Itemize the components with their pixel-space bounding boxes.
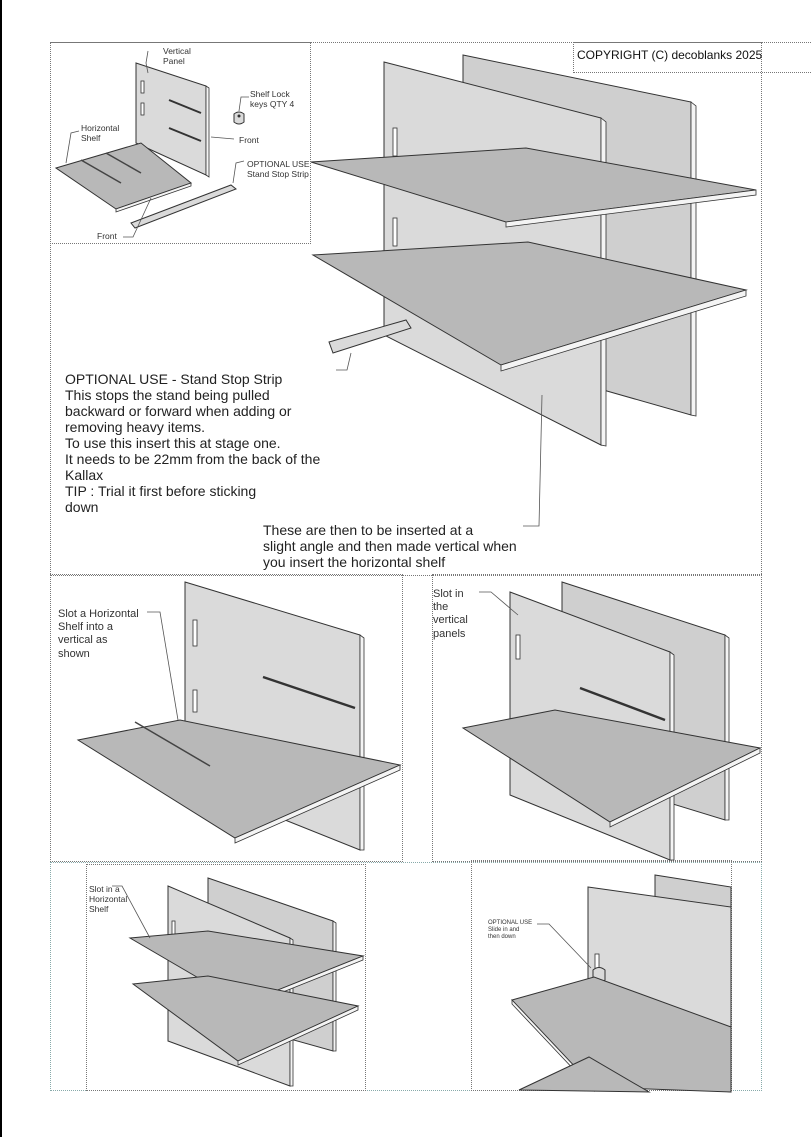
optional-note-line: TIP : Trial it first before sticking: [65, 483, 320, 499]
optional-note-line: backward or forward when adding or: [65, 403, 320, 419]
assembled-stand-diagram: [311, 50, 761, 470]
shelf-lock-key-part: [234, 112, 244, 124]
step4-label: OPTIONAL USE Slide in and then down: [488, 920, 532, 942]
label-front-panel: Front: [239, 135, 259, 145]
step3-label: Slot in a Horizontal Shelf: [89, 884, 127, 915]
label-optional-strip: OPTIONAL USE Stand Stop Strip: [247, 159, 310, 179]
optional-note-line: It needs to be 22mm from the back of the: [65, 451, 320, 467]
label-vertical-panel: Vertical Panel: [163, 46, 191, 66]
step3-diagram: [128, 876, 368, 1086]
optional-note-line: This stops the stand being pulled: [65, 387, 320, 403]
optional-note-body: This stops the stand being pulled backwa…: [65, 387, 320, 515]
step4-diagram: [509, 872, 734, 1092]
insert-note-line: These are then to be inserted at a: [263, 522, 517, 538]
label-horizontal-shelf: Horizontal Shelf: [81, 123, 119, 143]
optional-note-heading: OPTIONAL USE - Stand Stop Strip: [65, 371, 282, 387]
label-front-shelf: Front: [97, 231, 117, 241]
insert-note-line: slight angle and then made vertical when: [263, 538, 517, 554]
optional-note-line: Kallax: [65, 467, 320, 483]
insert-note: These are then to be inserted at a sligh…: [263, 522, 517, 570]
step2-label: Slot in the vertical panels: [433, 588, 468, 641]
step2-diagram: [455, 580, 765, 860]
optional-note-line: To use this insert this at stage one.: [65, 435, 320, 451]
insert-note-line: you insert the horizontal shelf: [263, 554, 517, 570]
optional-note-line: down: [65, 499, 320, 515]
optional-note-line: removing heavy items.: [65, 419, 320, 435]
step1-label: Slot a Horizontal Shelf into a vertical …: [58, 608, 139, 661]
page-left-rule: [0, 0, 2, 1137]
label-shelf-lock: Shelf Lock keys QTY 4: [250, 89, 294, 109]
